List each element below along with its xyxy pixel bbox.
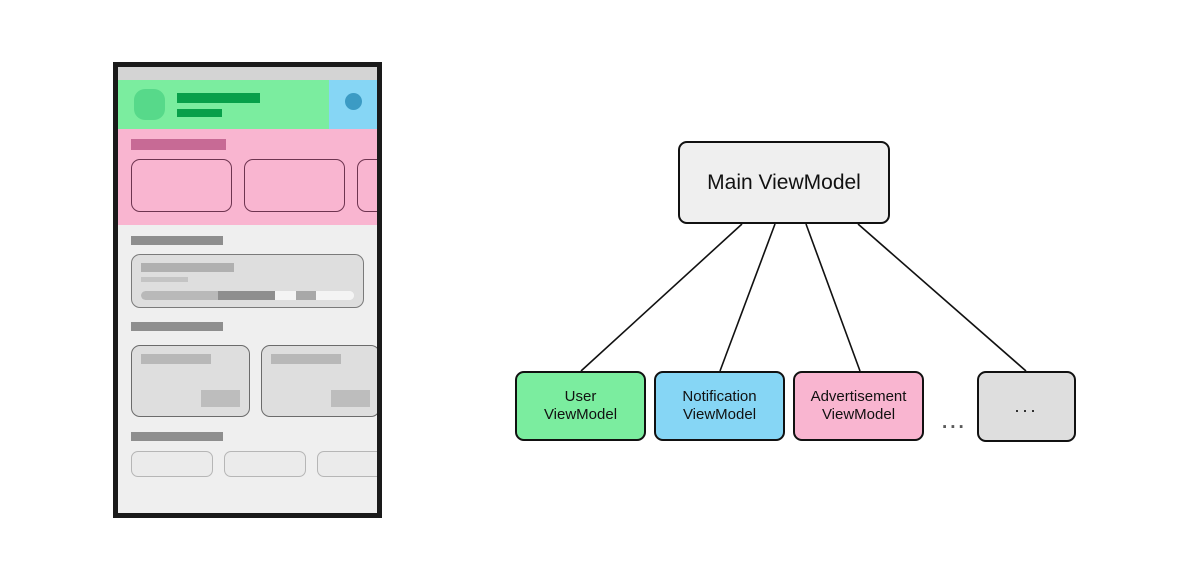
app-header bbox=[118, 80, 377, 129]
info-card-title-bar bbox=[141, 354, 211, 364]
node-more-viewmodels[interactable]: ... bbox=[977, 371, 1076, 442]
progress-section-label bbox=[131, 236, 223, 245]
info-card-action-button[interactable] bbox=[201, 390, 240, 407]
pill-button-list bbox=[131, 451, 377, 477]
edge-main-to-more bbox=[857, 223, 1027, 372]
node-advertisement-viewmodel-line2: ViewModel bbox=[821, 406, 896, 423]
edge-main-to-advertisement bbox=[805, 223, 861, 372]
advertisement-card[interactable] bbox=[244, 159, 345, 212]
pills-section-label bbox=[131, 432, 223, 441]
ellipsis-separator: ... bbox=[942, 412, 967, 433]
avatar bbox=[134, 89, 165, 120]
progress-card bbox=[131, 254, 364, 308]
progress-segment bbox=[315, 291, 354, 300]
info-card-action-button[interactable] bbox=[331, 390, 370, 407]
phone-mockup bbox=[113, 62, 382, 518]
advertisement-card[interactable] bbox=[131, 159, 232, 212]
cards-section-label bbox=[131, 322, 223, 331]
info-card[interactable] bbox=[261, 345, 377, 417]
node-notification-viewmodel-line2: ViewModel bbox=[682, 406, 757, 423]
edge-main-to-user bbox=[580, 223, 743, 372]
node-user-viewmodel[interactable]: User ViewModel bbox=[515, 371, 646, 441]
advertisement-section bbox=[118, 129, 377, 225]
node-notification-viewmodel-line1: Notification bbox=[682, 387, 757, 405]
advertisement-card[interactable] bbox=[357, 159, 377, 212]
content-section bbox=[118, 225, 377, 477]
advertisement-card-list bbox=[131, 159, 377, 212]
phone-status-bar bbox=[118, 67, 377, 80]
pill-button[interactable] bbox=[131, 451, 213, 477]
progress-card-subtitle-bar bbox=[141, 277, 188, 282]
progress-segment bbox=[275, 291, 297, 300]
pill-button[interactable] bbox=[317, 451, 377, 477]
progress-segment bbox=[217, 291, 276, 300]
info-card-title-bar bbox=[271, 354, 341, 364]
pill-button[interactable] bbox=[224, 451, 306, 477]
node-user-viewmodel-line1: User bbox=[564, 387, 597, 405]
node-advertisement-viewmodel[interactable]: Advertisement ViewModel bbox=[793, 371, 924, 441]
header-text-placeholders bbox=[177, 92, 260, 117]
header-accent-panel[interactable] bbox=[329, 80, 377, 129]
info-card-list bbox=[131, 345, 377, 417]
node-main-viewmodel[interactable]: Main ViewModel bbox=[678, 141, 890, 224]
header-title-bar bbox=[177, 92, 260, 103]
progress-segment bbox=[141, 291, 218, 300]
advertisement-section-label bbox=[131, 139, 226, 150]
node-advertisement-viewmodel-line1: Advertisement bbox=[810, 387, 907, 405]
notification-dot-icon bbox=[344, 93, 362, 110]
progress-bar[interactable] bbox=[141, 291, 354, 300]
progress-card-title-bar bbox=[141, 263, 234, 272]
node-user-viewmodel-line2: ViewModel bbox=[543, 406, 618, 423]
progress-segment bbox=[296, 291, 316, 300]
node-notification-viewmodel[interactable]: Notification ViewModel bbox=[654, 371, 785, 441]
header-subtitle-bar bbox=[177, 108, 222, 117]
info-card[interactable] bbox=[131, 345, 250, 417]
edge-main-to-notification bbox=[719, 223, 776, 372]
